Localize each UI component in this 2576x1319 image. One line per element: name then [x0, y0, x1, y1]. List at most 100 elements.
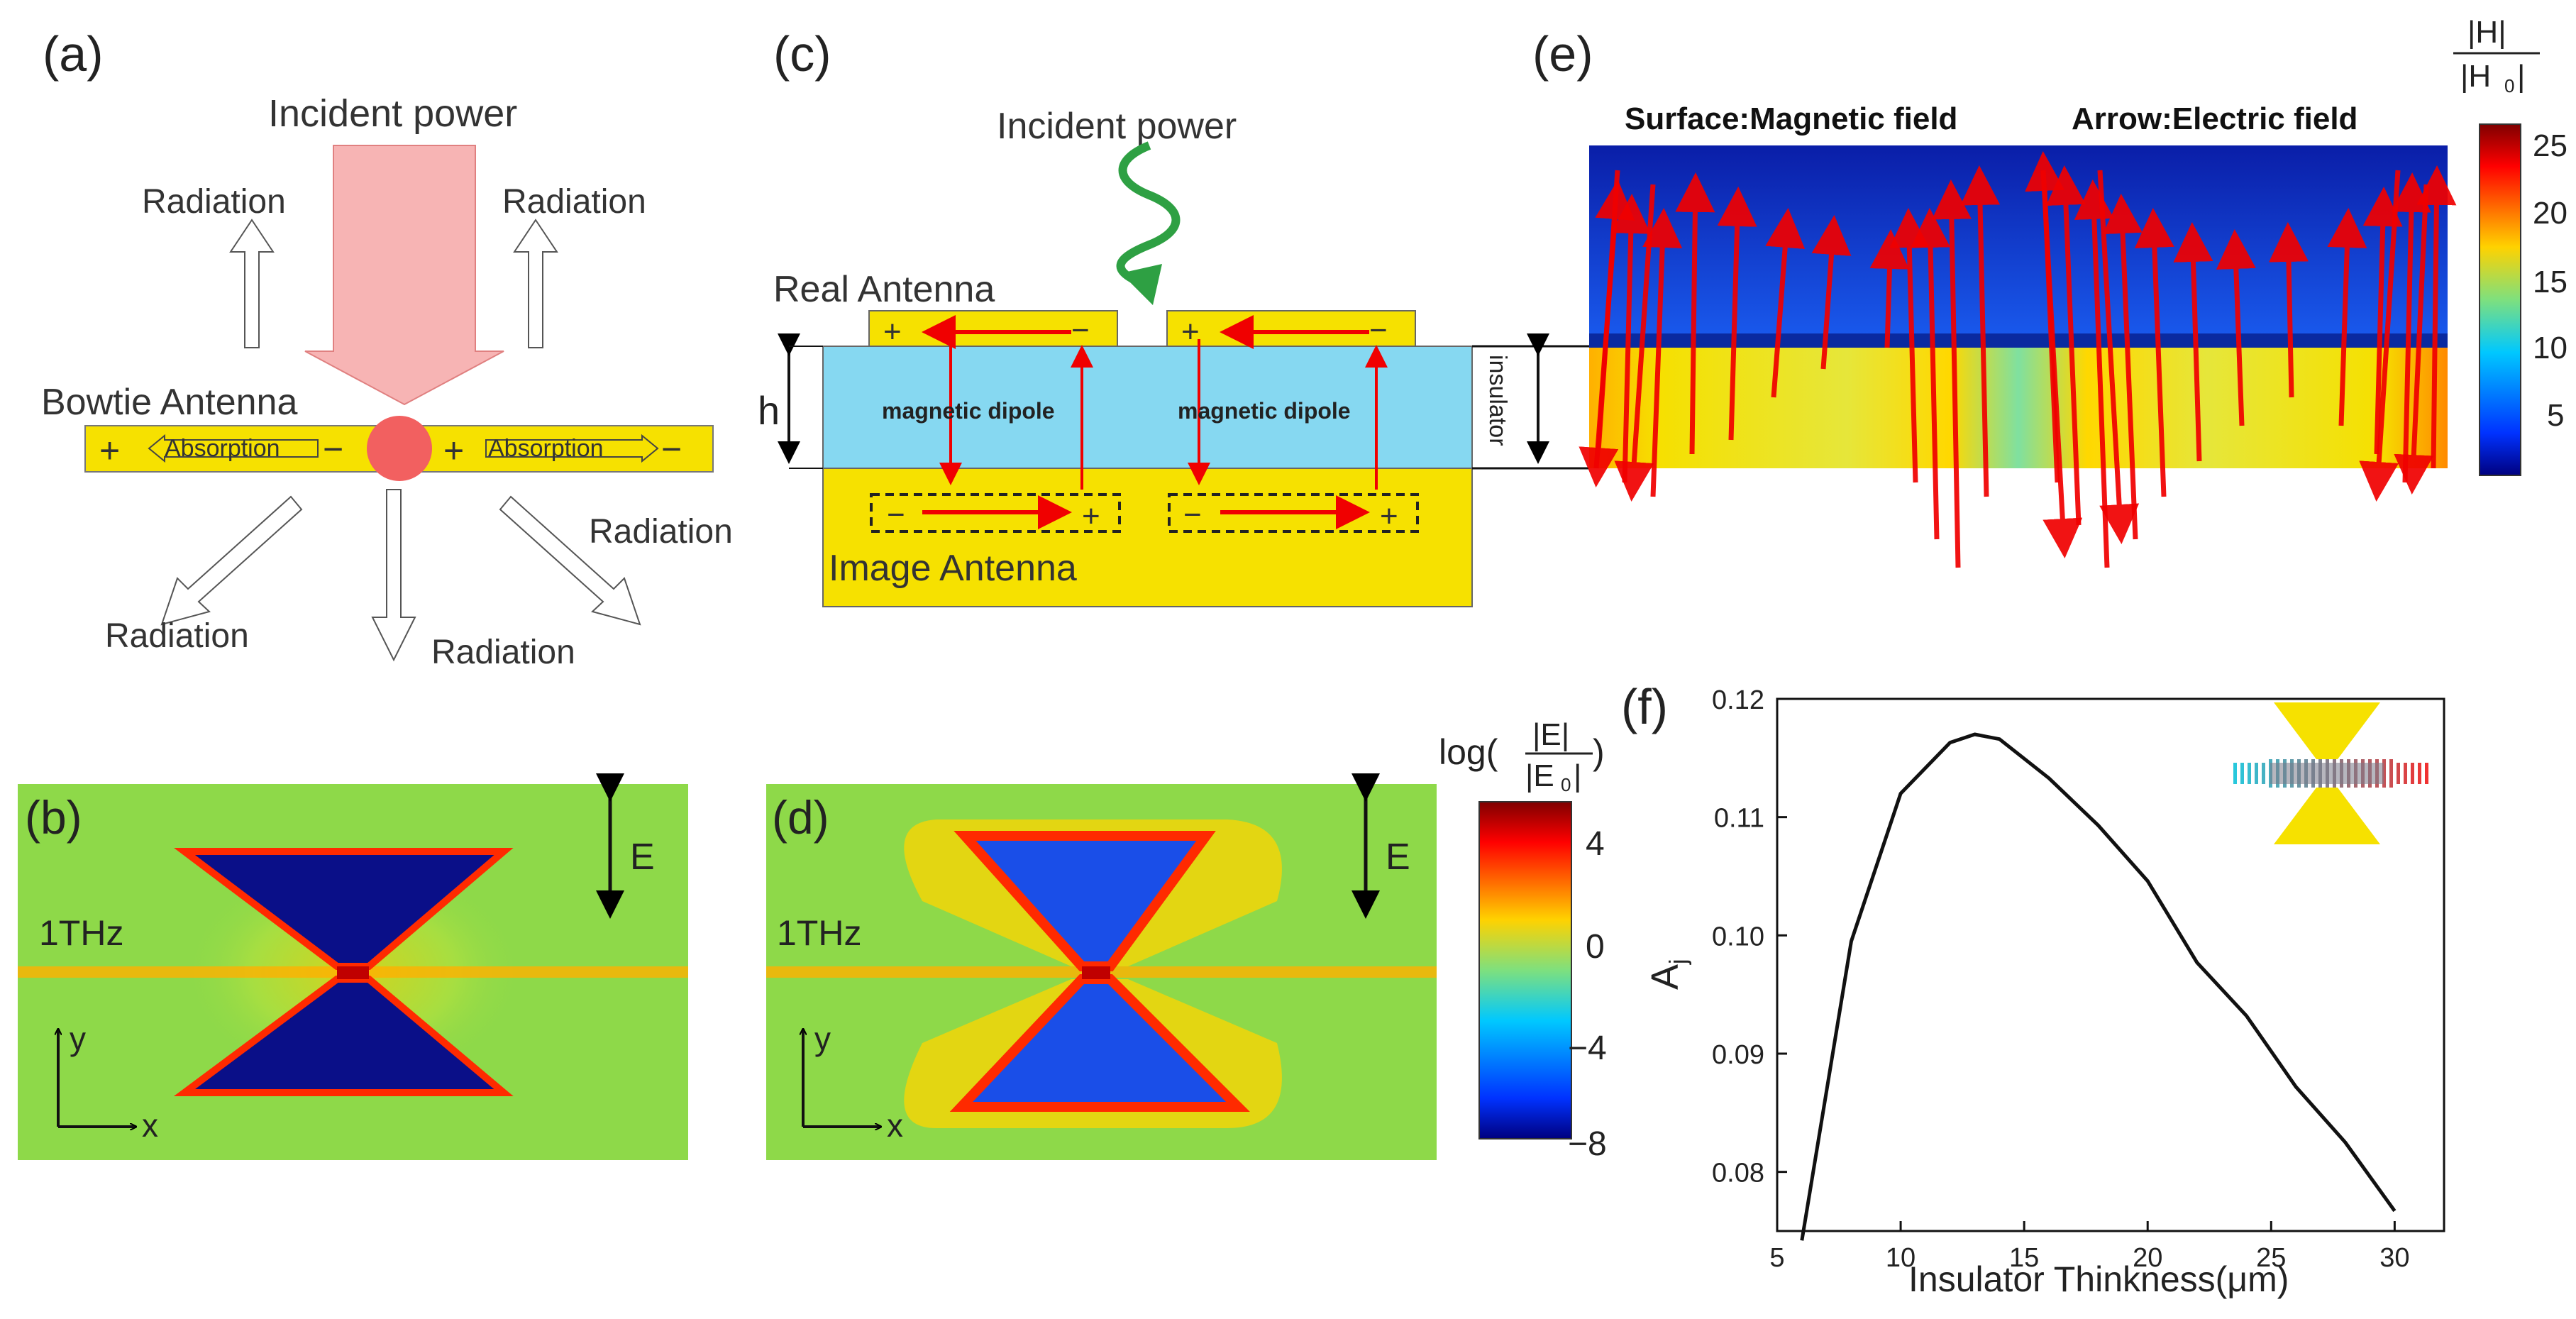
radiation-label-up-left: Radiation: [142, 183, 286, 221]
dipole-label-right: magnetic dipole: [1178, 398, 1351, 424]
panel-d-label: (d): [772, 791, 829, 844]
y-axis-title: Aj: [1644, 959, 1692, 990]
panel-b-label: (b): [25, 791, 82, 844]
e-field-arrow: [2173, 222, 2213, 462]
real-minus-left: −: [1071, 313, 1090, 348]
e-field-arrow: [2134, 208, 2174, 497]
colorbar-h: [2479, 123, 2521, 476]
panel-a: (a) Incident power Radiation Radiation B…: [41, 26, 733, 671]
colorbar-e-tick: 4: [1586, 825, 1605, 863]
h-label: h: [758, 388, 780, 433]
panel-e-label: (e): [1532, 26, 1593, 82]
e-field-arrow: [1960, 165, 2001, 497]
y-tick-label: 0.12: [1712, 685, 1764, 715]
y-axis-label-b: y: [70, 1020, 86, 1057]
x-tick-label: 20: [2133, 1243, 2162, 1273]
e-field-arrow: [1931, 180, 1972, 568]
e-field-arrow: [1889, 208, 1930, 483]
inset-stripe: [2233, 763, 2237, 784]
e-label-b: E: [630, 837, 655, 878]
antenna-layer-e: [1589, 333, 2448, 348]
radiation-arrow-up-right: [513, 219, 558, 348]
insulator-label: insulator: [1484, 355, 1511, 446]
image-antenna-label: Image Antenna: [829, 548, 1077, 589]
real-antenna-right: [1166, 310, 1416, 347]
panel-e: (e) Surface:Magnetic field Arrow:Electri…: [1532, 15, 2567, 568]
radiation-label-down: Radiation: [431, 634, 575, 671]
incident-power-label-c: Incident power: [997, 106, 1237, 147]
image-antenna-ground: [822, 468, 1473, 607]
inset-stripe: [2262, 763, 2265, 784]
e-field-arrow: [1614, 184, 1656, 502]
panel-c: (c) Incident power Real Antenna + − + − …: [758, 26, 1589, 607]
image-plus-left: +: [1082, 499, 1100, 534]
antenna-minus-right: −: [661, 429, 682, 469]
x-tick-label: 5: [1769, 1243, 1784, 1273]
e-field-arrow: [2416, 165, 2457, 469]
antenna-plus-left: +: [99, 431, 120, 470]
colorbar-h-num: |H|: [2467, 15, 2506, 50]
colorbar-e-den: |E: [1525, 758, 1554, 793]
e-field-arrow: [1811, 215, 1852, 370]
absorption-label-right: Absorption: [488, 435, 604, 462]
colorbar-e-tick: −4: [1568, 1030, 1607, 1067]
y-tick-label: 0.10: [1712, 922, 1764, 951]
x-tick-label: 30: [2379, 1243, 2409, 1273]
x-axis-title: Insulator Thinkness(μm): [1908, 1259, 2289, 1299]
colorbar-e-den-sub: 0: [1561, 774, 1571, 795]
y-tick-label: 0.09: [1712, 1040, 1764, 1070]
e-field-arrow: [2269, 222, 2309, 398]
x-tick-label: 10: [1886, 1243, 1916, 1273]
inset-stripe: [2240, 763, 2244, 784]
y-tick-label: 0.08: [1712, 1159, 1764, 1188]
panel-c-label: (c): [773, 26, 831, 82]
e-field-arrow: [2103, 194, 2143, 540]
absorption-arrow-left: [148, 434, 319, 463]
radiation-arrow-down-left: [160, 495, 303, 626]
radiation-arrow-down-right: [499, 495, 641, 626]
antenna-plus-right: +: [443, 431, 464, 470]
e-field-arrow: [1642, 208, 1683, 497]
e-field-arrow: [1610, 194, 1651, 483]
colorbar-h-den: |H: [2460, 59, 2491, 94]
e-field-arrow: [1911, 208, 1951, 540]
e-field-arrow: [2327, 208, 2367, 426]
e-field-arrow: [1869, 229, 1910, 348]
field-map-e-top: [1589, 145, 2448, 348]
panel-a-label: (a): [43, 26, 104, 82]
absorption-label-left: Absorption: [165, 435, 280, 462]
e-field-arrow: [2394, 184, 2434, 495]
inset-bowtie-top: [2274, 702, 2380, 759]
inset-gap-overlay: [2270, 763, 2384, 784]
x-tick-label: 15: [2009, 1243, 2039, 1273]
freq-label-d: 1THz: [777, 913, 861, 953]
panel-f-label: (f): [1621, 679, 1668, 734]
image-minus-right: −: [1183, 497, 1202, 532]
inset-stripe: [2411, 763, 2414, 784]
colorbar-h-tick: 5: [2547, 398, 2564, 433]
e-field-arrow: [1675, 172, 1715, 455]
inset-stripe: [2397, 763, 2400, 784]
e-field-arrow: [2391, 172, 2431, 483]
colorbar-e-log: log(: [1439, 732, 1498, 772]
colorbar-h-tick: 20: [2533, 196, 2567, 231]
inset-stripe: [2425, 763, 2428, 784]
bowtie-antenna-label: Bowtie Antenna: [41, 382, 297, 423]
inset-stripe: [2255, 763, 2258, 784]
surface-label: Surface:Magnetic field: [1625, 101, 1957, 136]
radiation-label-up-right: Radiation: [502, 183, 646, 221]
x-axis-label-d: x: [887, 1107, 903, 1144]
panel-d: (d) 1THz E y x log( |E| |E 0 | ) 4 0 −4 …: [766, 717, 1607, 1163]
gap-d: [1082, 966, 1110, 979]
plot-frame: [1776, 697, 2445, 1232]
gap-b: [337, 966, 369, 979]
image-minus-left: −: [887, 497, 905, 532]
arrow-label: Arrow:Electric field: [2072, 101, 2357, 136]
absorption-arrow-right: [485, 434, 659, 463]
e-field-arrow: [2362, 187, 2403, 455]
colorbar-e-tick: 0: [1586, 928, 1605, 966]
colorbar-h-tick: 10: [2533, 331, 2567, 365]
e-field-arrow: [1717, 187, 1757, 441]
